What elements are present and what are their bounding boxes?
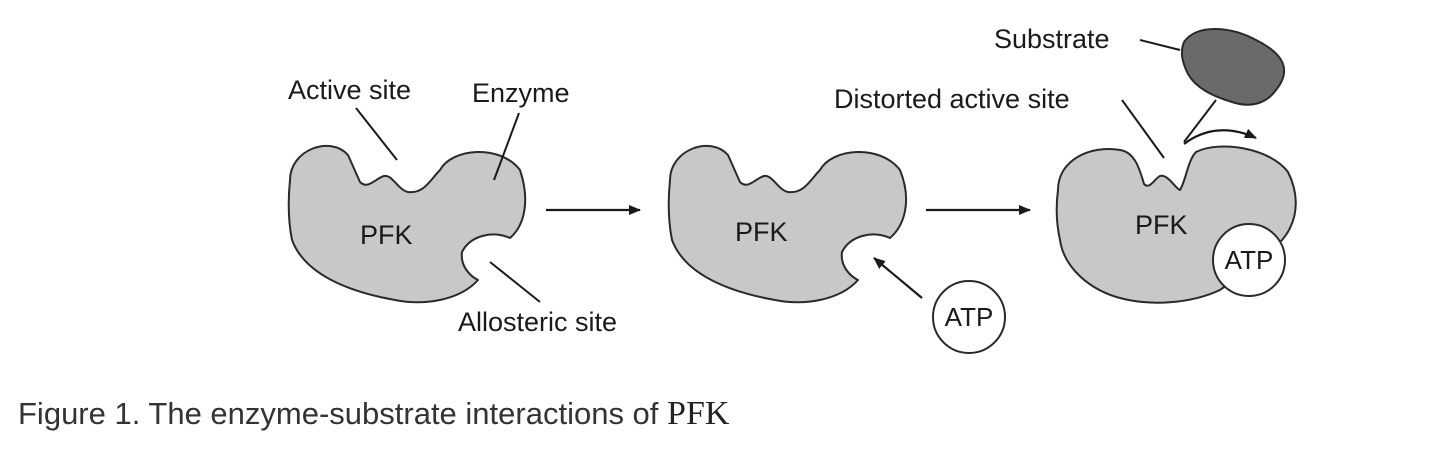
stage-3: PFK ATP Distorted active site Substrate (834, 24, 1297, 304)
atp-label-bound: ATP (1225, 245, 1274, 275)
distorted-active-site-leader (1121, 99, 1165, 159)
atp-label-free: ATP (945, 302, 994, 332)
atp-molecule-free (932, 280, 1006, 354)
stage-2: PFK ATP (667, 144, 1006, 354)
distorted-active-site-label: Distorted active site (834, 84, 1070, 114)
caption-text: Figure 1. The enzyme-substrate interacti… (18, 396, 659, 431)
active-site-leader (355, 107, 398, 161)
substrate-release-line (1183, 99, 1217, 143)
substrate-molecule (1180, 28, 1286, 106)
pfk-label-3: PFK (1135, 210, 1188, 240)
enzyme-shape-2 (667, 144, 908, 304)
substrate-release-arrow (1183, 128, 1257, 145)
figure-caption: Figure 1. The enzyme-substrate interacti… (18, 395, 729, 433)
pfk-label-1: PFK (360, 220, 413, 250)
enzyme-shape-1 (287, 144, 527, 304)
allosteric-site-label: Allosteric site (458, 307, 617, 337)
atp-binding-arrow (873, 257, 923, 299)
stage-1: PFK Active site Enzyme Allosteric site (287, 75, 617, 337)
pfk-label-2: PFK (735, 217, 788, 247)
caption-term: PFK (667, 395, 730, 432)
enzyme-interaction-diagram: PFK Active site Enzyme Allosteric site P… (287, 24, 1297, 354)
allosteric-site-leader (489, 261, 541, 303)
enzyme-label: Enzyme (472, 78, 570, 108)
atp-molecule-bound (1212, 223, 1286, 297)
active-site-label: Active site (288, 75, 411, 105)
enzyme-leader (493, 112, 520, 181)
substrate-label: Substrate (994, 24, 1110, 54)
substrate-leader (1139, 39, 1181, 51)
